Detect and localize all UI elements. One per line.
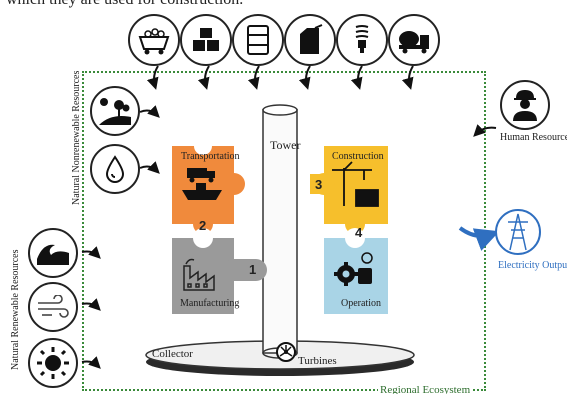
crane-icon: [332, 161, 379, 207]
oil-barrel-icon: [232, 14, 284, 66]
puzzle-construction: [310, 146, 388, 234]
top-caption: which they are used for construction.: [6, 0, 243, 9]
regional-ecosystem-label: Regional Ecosystem: [378, 384, 473, 394]
operation-number: 4: [355, 225, 363, 240]
arrow-electricity: [458, 226, 500, 251]
tower-label: Tower: [270, 138, 301, 152]
arrow-mixer: [401, 65, 414, 90]
construction-label: Construction: [332, 151, 384, 162]
arrow-ore-cart: [146, 65, 159, 90]
arrow-bulb: [350, 65, 363, 90]
electricity-output-label: Electricity Output: [498, 260, 567, 271]
fuel-canister-icon: [284, 14, 336, 66]
turbine-icon: [276, 342, 296, 362]
ore-cart-icon: [128, 14, 180, 66]
arrow-canister: [298, 65, 311, 90]
construction-number: 3: [315, 177, 323, 192]
wave-icon: [28, 228, 78, 278]
human-resources-label: Human Resources: [500, 132, 567, 143]
gear-fist-icon: [334, 252, 373, 286]
land-trees-icon: [90, 86, 140, 136]
transportation-label: Transportation: [181, 151, 240, 162]
turbines-label: Turbines: [298, 355, 337, 367]
pylon-circle: [495, 209, 541, 255]
factory-icon: [183, 258, 215, 291]
truck-ship-icon: [182, 168, 222, 200]
boxes-icon: [180, 14, 232, 66]
sun-icon: [28, 338, 78, 388]
light-bulb-icon: [336, 14, 388, 66]
arrow-boxes: [197, 65, 210, 90]
arrow-barrel: [247, 65, 260, 90]
arrow-wave: [81, 246, 101, 259]
operation-label: Operation: [341, 298, 381, 309]
arrow-land: [139, 105, 160, 118]
water-drop-icon: [90, 144, 140, 194]
arrow-human: [473, 124, 497, 137]
transportation-number: 2: [199, 218, 207, 233]
wind-icon: [28, 282, 78, 332]
arrow-wind: [81, 298, 101, 311]
collector-label: Collector: [152, 348, 193, 360]
manufacturing-number: 1: [249, 262, 257, 277]
manufacturing-label: Manufacturing: [180, 298, 240, 309]
concrete-mixer-icon: [388, 14, 440, 66]
arrow-sun: [81, 356, 101, 369]
worker-icon: [500, 80, 550, 130]
arrow-water: [139, 161, 160, 174]
